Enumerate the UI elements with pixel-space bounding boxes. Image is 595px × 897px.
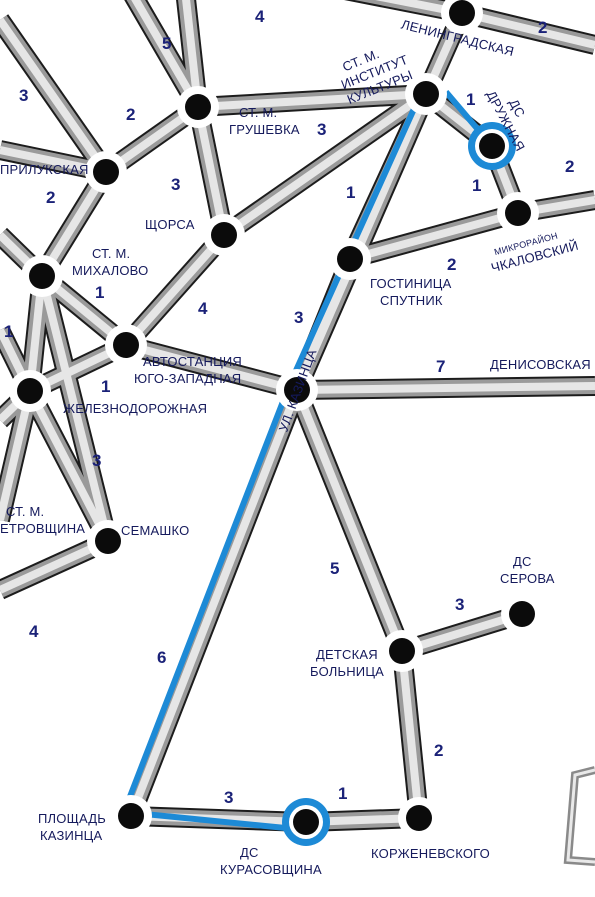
label-korzhenevskogo: КОРЖЕНЕВСКОГО — [371, 846, 490, 861]
segment-number: 2 — [447, 255, 456, 274]
road-segment — [123, 232, 227, 348]
segment-number: 4 — [255, 7, 265, 26]
segment-number: 1 — [472, 176, 481, 195]
segment-number: 3 — [92, 451, 101, 470]
segment-number: 1 — [346, 183, 355, 202]
road-segment — [293, 388, 406, 653]
segment-number: 5 — [162, 34, 171, 53]
label-chkalovsky-group: МИКРОРАЙОН ЧКАЛОВСКИЙ — [489, 230, 580, 276]
label-avtostanciya-2: ЮГО-ЗАПАДНАЯ — [134, 371, 241, 386]
station-dot[interactable] — [479, 133, 505, 159]
road-segment — [0, 17, 110, 175]
segment-number: 1 — [4, 322, 13, 341]
station-dot[interactable] — [93, 159, 119, 185]
segment-number: 2 — [434, 741, 443, 760]
label-grushevka-1: СТ. М. — [239, 105, 277, 120]
road-segment — [221, 90, 429, 239]
station-dot[interactable] — [29, 263, 55, 289]
label-serova-1: ДС — [513, 554, 532, 569]
road-segment — [296, 382, 595, 394]
road-segment — [293, 257, 354, 392]
label-grushevka-2: ГРУШЕВКА — [229, 122, 300, 137]
building-outline-inner — [566, 768, 595, 864]
label-ploshchad-1: ПЛОЩАДЬ — [38, 811, 106, 826]
label-mikhalovo-1: СТ. М. — [92, 246, 130, 261]
label-kurasovshchina-1: ДС — [240, 845, 259, 860]
label-bolnica-1: ДЕТСКАЯ — [316, 647, 378, 662]
station-dot[interactable] — [413, 81, 439, 107]
label-sputnik-1: ГОСТИНИЦА — [370, 276, 452, 291]
road-segment — [131, 0, 202, 110]
station-dot[interactable] — [293, 809, 319, 835]
stations — [9, 0, 543, 846]
segment-numbers: 4 2 5 3 2 3 1 2 1 1 2 3 2 1 1 4 3 1 7 3 … — [4, 7, 574, 807]
segment-number: 3 — [171, 175, 180, 194]
road-segment — [194, 106, 228, 236]
station-dot[interactable] — [95, 528, 121, 554]
segment-number: 3 — [455, 595, 464, 614]
segment-number: 3 — [224, 788, 233, 807]
station-dot[interactable] — [449, 0, 475, 26]
stop-labels: ПРИЛУКСКАЯ СТ. М. ГРУШЕВКА СТ. М. ИНСТИТ… — [0, 17, 591, 877]
station-dot[interactable] — [17, 378, 43, 404]
segment-number: 3 — [294, 308, 303, 327]
road-segment — [124, 341, 299, 394]
station-dot[interactable] — [284, 377, 310, 403]
station-dot[interactable] — [211, 222, 237, 248]
segment-number: 5 — [330, 559, 339, 578]
label-semashko: СЕМАШКО — [121, 523, 189, 538]
label-sputnik-2: СПУТНИК — [380, 293, 443, 308]
label-prilukskaya: ПРИЛУКСКАЯ — [0, 162, 89, 177]
road-segment — [127, 388, 301, 818]
road-segment — [0, 390, 34, 521]
station-dot[interactable] — [113, 332, 139, 358]
label-shchorsa: ЩОРСА — [145, 217, 195, 232]
road-segment — [38, 275, 112, 542]
label-bolnica-2: БОЛЬНИЦА — [310, 664, 384, 679]
label-avtostanciya-1: АВТОСТАНЦИЯ — [143, 354, 242, 369]
station-dot[interactable] — [337, 246, 363, 272]
segment-number: 2 — [126, 105, 135, 124]
station-dot[interactable] — [185, 94, 211, 120]
label-ploshchad-2: КАЗИНЦА — [40, 828, 102, 843]
station-dot[interactable] — [505, 200, 531, 226]
segment-number: 2 — [565, 157, 574, 176]
station-dot[interactable] — [406, 805, 432, 831]
label-mikhalovo-2: МИХАЛОВО — [72, 263, 148, 278]
segment-number: 1 — [101, 377, 110, 396]
road-segment — [197, 90, 427, 111]
segment-number: 7 — [436, 357, 445, 376]
segment-number: 2 — [46, 188, 55, 207]
segment-number: 4 — [198, 299, 208, 318]
station-dot[interactable] — [509, 601, 535, 627]
segment-number: 3 — [317, 120, 326, 139]
road-segment — [398, 650, 423, 819]
segment-number: 1 — [338, 784, 347, 803]
road-segment — [26, 389, 112, 543]
segment-number: 1 — [95, 283, 104, 302]
road-segment — [461, 9, 595, 49]
label-petrovshchina-2: ЕТРОВЩИНА — [0, 521, 85, 536]
station-dot[interactable] — [389, 638, 415, 664]
label-denisovskaya: ДЕНИСОВСКАЯ — [490, 357, 591, 372]
segment-number: 3 — [19, 86, 28, 105]
segment-number: 4 — [29, 622, 39, 641]
segment-number: 1 — [466, 90, 475, 109]
label-serova-2: СЕРОВА — [500, 571, 555, 586]
segment-number: 6 — [157, 648, 166, 667]
label-petrovshchina-1: СТ. М. — [6, 504, 44, 519]
road-segment — [348, 209, 520, 263]
segment-number: 2 — [538, 18, 547, 37]
label-kurasovshchina-2: КУРАСОВЩИНА — [220, 862, 322, 877]
label-zheleznodorozhnaya: ЖЕЛЕЗНОДОРОЖНАЯ — [63, 401, 207, 416]
station-dot[interactable] — [118, 803, 144, 829]
